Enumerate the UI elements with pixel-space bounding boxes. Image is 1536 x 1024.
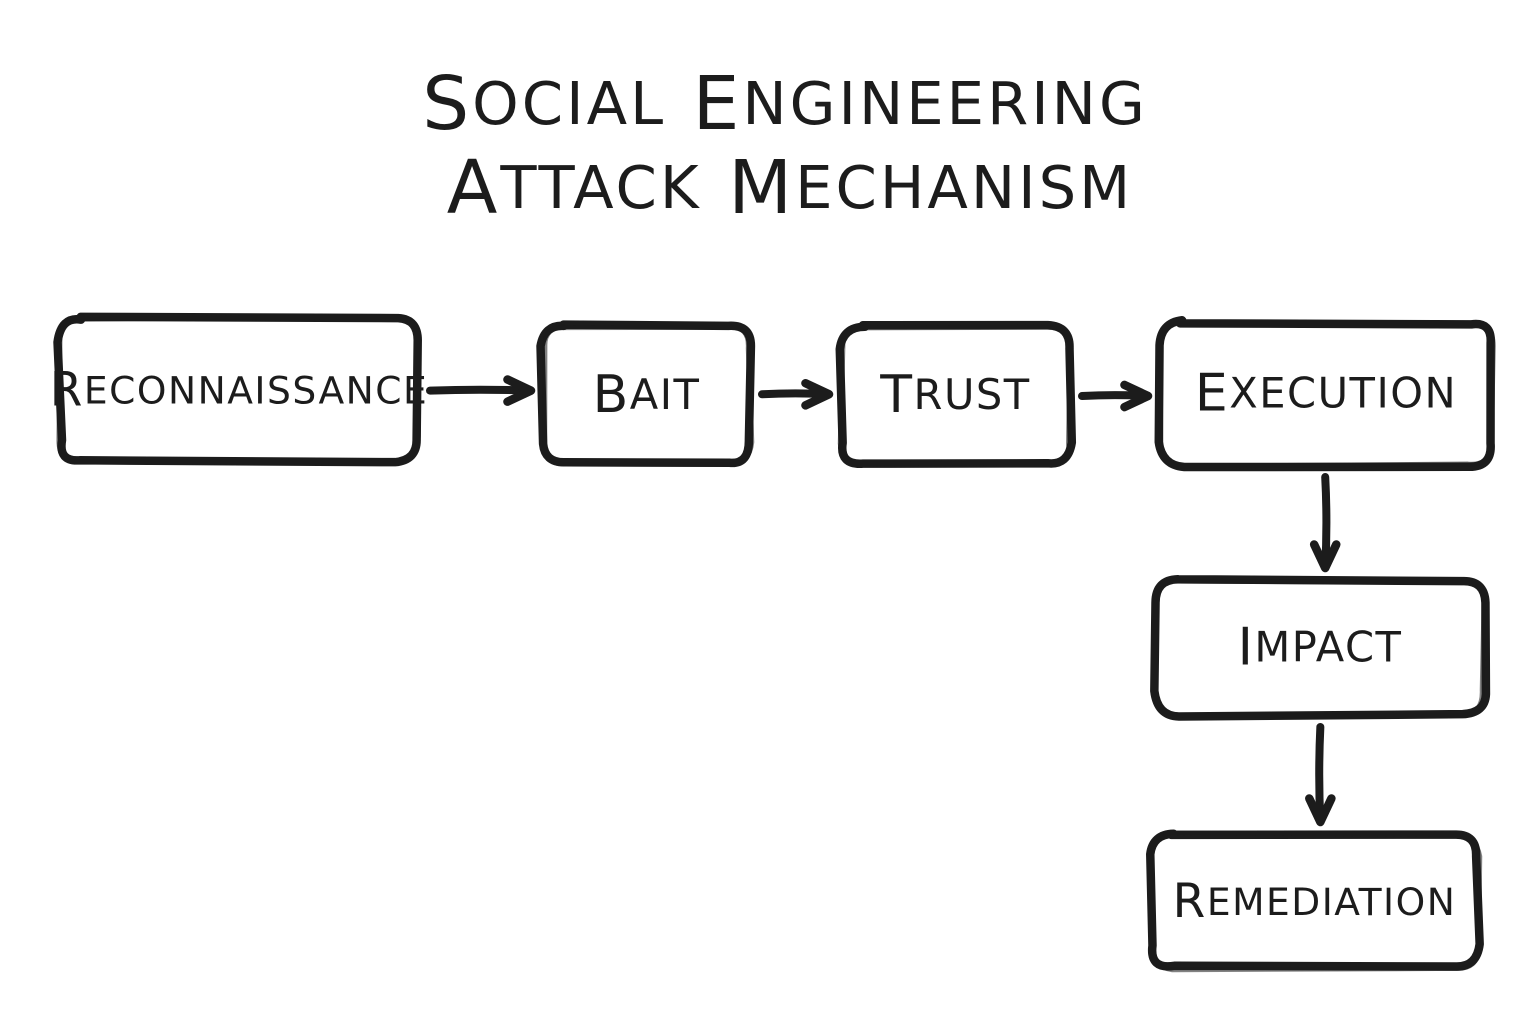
node-label-trust: TRUST — [879, 365, 1030, 425]
edge-execution-to-impact — [1309, 473, 1341, 573]
node-reconnaissance[interactable]: RECONNAISSANCE — [50, 312, 429, 467]
arrow-head-icon — [1305, 794, 1336, 827]
edge-bait-to-trust — [758, 378, 834, 410]
node-outline-overstroke — [542, 323, 755, 467]
node-outline-overstroke — [837, 322, 1073, 467]
node-label-execution: EXECUTION — [1195, 364, 1457, 424]
node-label-bait: BAIT — [593, 365, 701, 425]
node-outline-overstroke — [1148, 829, 1483, 973]
node-bait[interactable]: BAIT — [536, 320, 756, 468]
edge-trust-to-execution — [1078, 380, 1153, 412]
node-remediation[interactable]: REMEDIATION — [1146, 829, 1484, 973]
edges-layer — [426, 375, 1341, 827]
node-outline-overstroke — [56, 314, 421, 466]
edge-reconnaissance-to-bait — [426, 375, 536, 406]
node-execution[interactable]: EXECUTION — [1154, 316, 1496, 472]
node-impact[interactable]: IMPACT — [1150, 574, 1491, 721]
edge-impact-to-remediation — [1305, 723, 1336, 827]
title-line-1: SOCIAL ENGINEERING — [422, 61, 1148, 147]
arrow-head-icon — [1120, 380, 1153, 412]
arrow-shaft — [1321, 473, 1331, 572]
arrow-shaft — [1315, 723, 1325, 826]
node-label-impact: IMPACT — [1238, 618, 1403, 678]
arrow-head-icon — [801, 378, 834, 410]
node-trust[interactable]: TRUST — [835, 320, 1077, 468]
node-label-remediation: REMEDIATION — [1173, 874, 1457, 929]
nodes-layer: RECONNAISSANCE BAIT TRUST EXECUTION IMPACT RE… — [50, 312, 1496, 973]
node-outline-overstroke — [1157, 320, 1496, 469]
arrow-shaft — [426, 385, 535, 395]
arrow-head-icon — [1309, 540, 1341, 573]
node-outline-overstroke — [1153, 576, 1487, 718]
arrow-head-icon — [503, 375, 536, 406]
diagram-title: SOCIAL ENGINEERING ATTACK MECHANISM — [422, 61, 1148, 231]
title-line-2: ATTACK MECHANISM — [447, 145, 1133, 231]
node-label-reconnaissance: RECONNAISSANCE — [50, 362, 429, 417]
